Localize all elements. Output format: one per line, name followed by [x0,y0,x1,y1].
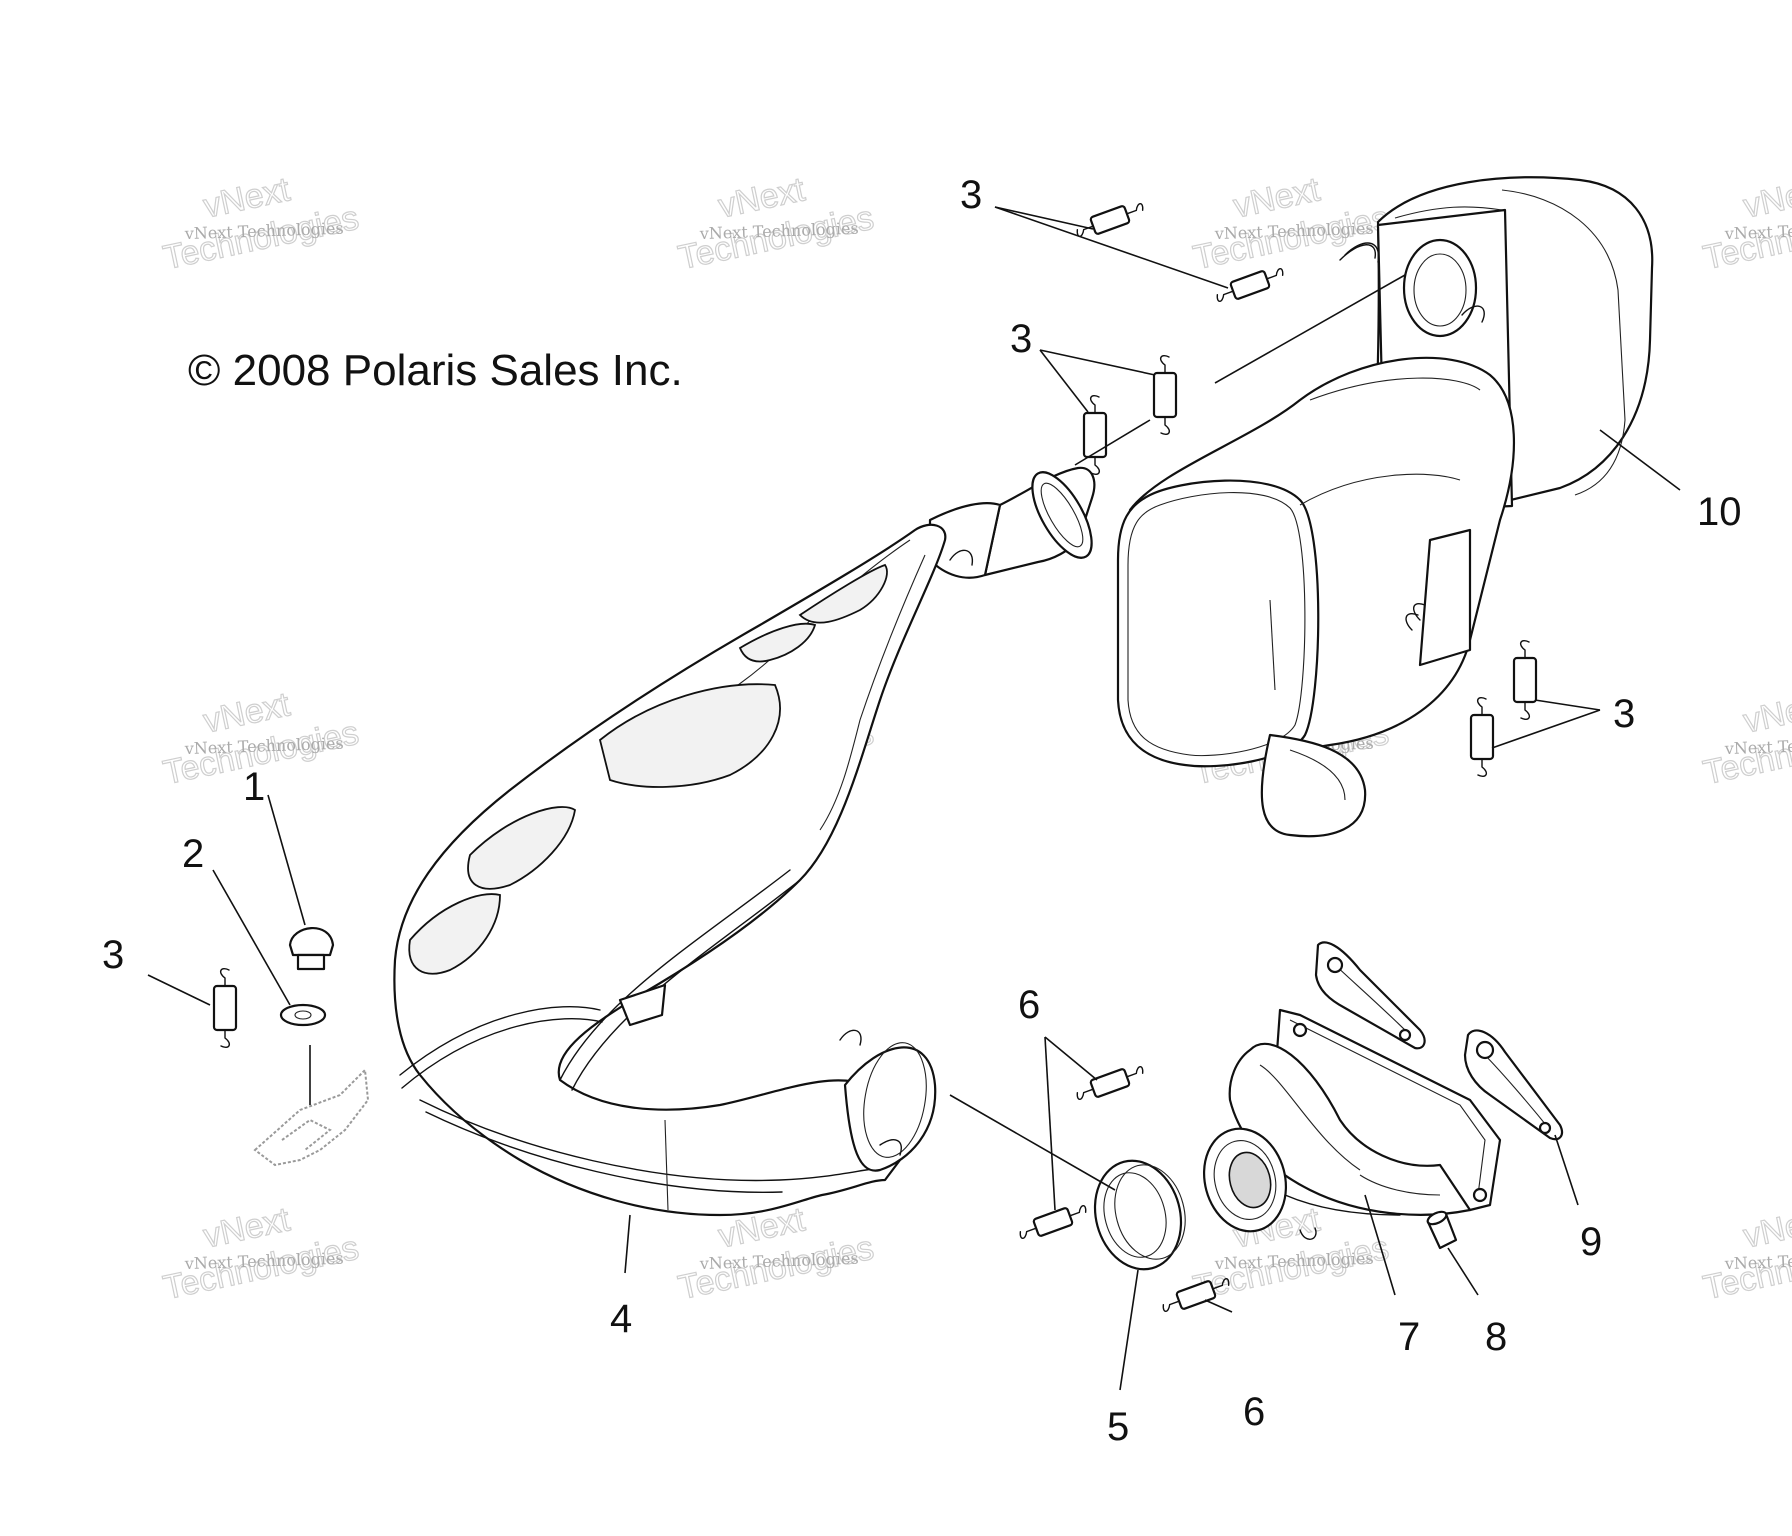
copyright-notice: © 2008 Polaris Sales Inc. [188,346,683,395]
spring [1082,395,1108,475]
callout-8: 8 [1485,1315,1507,1359]
callout-1: 1 [243,765,265,809]
svg-text:vNext: vNext [1740,685,1792,740]
watermark: vNext Technologies vNext Technologies [159,1200,362,1308]
springs [212,202,1538,1313]
seal-ring-part-5 [1093,1159,1186,1271]
svg-text:vNext: vNext [1740,170,1792,225]
washer-part-2 [279,1003,327,1027]
callout-2: 2 [182,832,204,876]
manifold-part-7 [1202,1008,1502,1240]
svg-text:vNext: vNext [1740,1200,1792,1255]
callout-10: 10 [1697,490,1742,534]
svg-text:vNext Technologies: vNext Technologies [1723,219,1792,244]
gasket-part-9 [1314,941,1564,1141]
callout-5: 5 [1107,1405,1129,1449]
spring [1469,697,1495,777]
callout-4: 4 [610,1297,632,1341]
spring [1512,640,1538,720]
callout-3: 3 [960,173,982,217]
spring [1216,267,1284,303]
svg-text:vNext Technologies: vNext Technologies [1723,734,1792,759]
spring [1076,1065,1144,1101]
plug-part-1 [288,927,335,971]
muffler-part-10 [1116,176,1654,838]
callouts: 3 3 10 3 1 2 3 6 4 9 7 8 6 5 [102,173,1742,1449]
spring [1162,1277,1230,1313]
leader-lines [147,206,1681,1391]
watermark: vNext Technologies vNext Technologies [1189,170,1392,278]
expansion-chamber-part-4 [393,466,1096,1217]
watermark: vNext Technologies vNext Technologies [1699,685,1792,793]
watermark: vNext Technologies vNext Technologies [1699,1200,1792,1308]
svg-text:vNext Technologies: vNext Technologies [1723,1249,1792,1274]
spring [1152,355,1178,435]
spring [1076,202,1144,238]
callout-3: 3 [1613,692,1635,736]
watermark: vNext Technologies vNext Technologies [674,170,877,278]
spring [1019,1204,1087,1240]
spring [212,968,238,1048]
callout-9: 9 [1580,1220,1602,1264]
callout-6: 6 [1018,983,1040,1027]
stud-part-8 [1426,1210,1458,1250]
frame-reference-ghost [253,1067,370,1167]
callout-3: 3 [1010,317,1032,361]
watermark: vNext Technologies vNext Technologies [1699,170,1792,278]
callout-7: 7 [1398,1315,1420,1359]
watermark: vNext Technologies vNext Technologies [159,170,362,278]
callout-3: 3 [102,933,124,977]
callout-6: 6 [1243,1390,1265,1434]
